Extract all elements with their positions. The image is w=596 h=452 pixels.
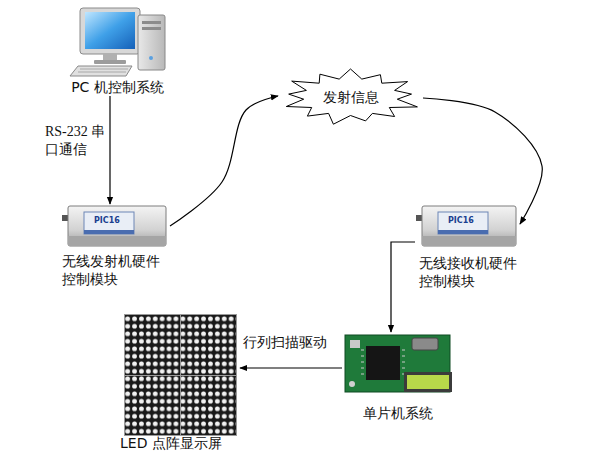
node-label: LED 点阵显示屏 (120, 434, 222, 452)
device-label: PIC16 (448, 216, 474, 225)
connector-arrow (109, 96, 110, 204)
led-matrix (124, 314, 237, 436)
starburst-shape (286, 69, 417, 124)
edge-label: RS-232 串口通信 (45, 123, 107, 159)
receiver-device (416, 206, 516, 246)
node-label: 发射信息 (323, 88, 379, 106)
led-node: LED 点阵显示屏 (118, 313, 240, 452)
connector-arrow (240, 367, 342, 368)
mcu-node: 单片机系统 (342, 332, 454, 422)
transmitter-device (62, 206, 166, 246)
burst-node: 发射信息 (278, 68, 423, 126)
node-label: PC 机控制系统 (71, 78, 164, 96)
node-label: 无线接收机硬件控制模块 (419, 254, 519, 290)
node-label: 无线发射机硬件控制模块 (62, 252, 162, 288)
receiver-node: 无线接收机硬件控制模块 (415, 202, 520, 290)
connector-arrow (391, 242, 415, 332)
edge-label: 行列扫描驱动 (243, 333, 343, 351)
connector-arrow (423, 98, 542, 224)
connector-arrow (170, 96, 278, 226)
mcu-board (345, 335, 452, 392)
pc-icon (70, 8, 165, 76)
pc-node: PC 机控制系统 (55, 0, 180, 96)
node-label: 单片机系统 (363, 404, 433, 422)
device-label: PIC16 (94, 216, 120, 225)
